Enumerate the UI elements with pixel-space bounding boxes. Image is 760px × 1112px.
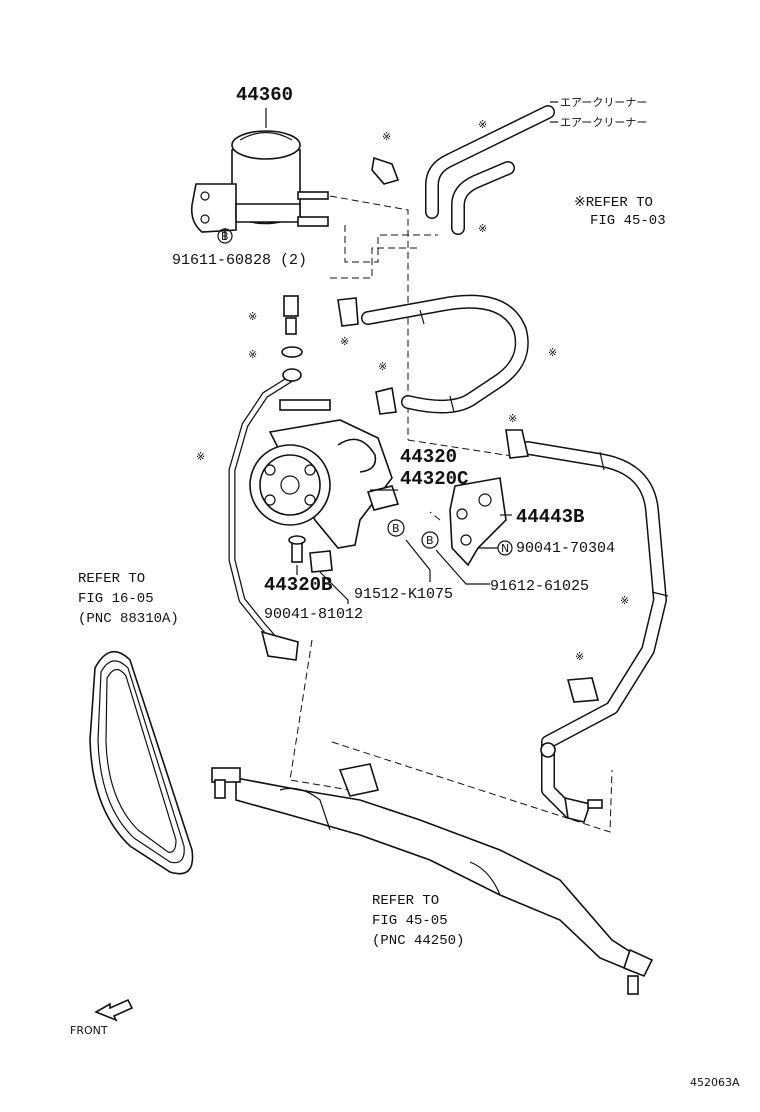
refer-fig-16-05-number[interactable]: FIG 16-05 bbox=[78, 591, 154, 607]
nut-marker: N bbox=[497, 540, 513, 556]
front-arrow-icon bbox=[94, 998, 134, 1022]
hose-clamp-right[interactable] bbox=[566, 677, 600, 703]
air-cleaner-hoses[interactable] bbox=[425, 101, 558, 235]
assembly-leader-lines bbox=[289, 195, 613, 833]
reservoir-tank[interactable] bbox=[190, 108, 329, 233]
air-cleaner-label: エアークリーナー bbox=[560, 116, 647, 129]
pump-mount-bolt[interactable] bbox=[288, 535, 306, 563]
bolt-marker-reservoir: B bbox=[217, 228, 233, 244]
asterisk-marker: ※ bbox=[340, 335, 349, 348]
asterisk-markers: ※ ※ ※ ※ ※ ※ ※ ※ ※ ※ ※ ※ bbox=[196, 118, 629, 663]
return-hose[interactable] bbox=[361, 294, 529, 414]
part-number-44320[interactable]: 44320 bbox=[400, 446, 457, 468]
vane-pump[interactable] bbox=[249, 399, 393, 549]
asterisk-marker: ※ bbox=[478, 118, 487, 131]
hose-clip[interactable] bbox=[309, 550, 333, 573]
svg-text:B: B bbox=[221, 230, 229, 243]
front-label: FRONT bbox=[70, 1024, 108, 1037]
svg-text:B: B bbox=[426, 534, 434, 547]
steering-rack[interactable] bbox=[211, 763, 654, 995]
refer-fig-45-05[interactable]: REFER TO bbox=[372, 893, 439, 909]
pressure-hose-right[interactable] bbox=[505, 429, 669, 823]
refer-fig-16-05-pnc[interactable]: (PNC 88310A) bbox=[78, 611, 179, 627]
pump-bracket[interactable] bbox=[429, 477, 507, 567]
svg-text:N: N bbox=[501, 542, 509, 555]
asterisk-marker: ※ bbox=[575, 650, 584, 663]
asterisk-marker: ※ bbox=[548, 346, 557, 359]
refer-fig-45-03-number[interactable]: FIG 45-03 bbox=[590, 213, 666, 229]
hose-clamp-top[interactable] bbox=[371, 156, 400, 185]
part-number-44360[interactable]: 44360 bbox=[236, 84, 293, 106]
asterisk-marker: ※ bbox=[196, 450, 205, 463]
v-ribbed-belt[interactable] bbox=[89, 650, 194, 875]
air-cleaner-label: エアークリーナー bbox=[560, 96, 647, 109]
part-number-91612-61025[interactable]: 91612-61025 bbox=[490, 578, 589, 595]
asterisk-marker: ※ bbox=[382, 130, 391, 143]
asterisk-marker: ※ bbox=[508, 412, 517, 425]
asterisk-marker: ※ bbox=[248, 310, 257, 323]
pressure-feed-tube[interactable] bbox=[228, 368, 302, 661]
diagram-id: 452063A bbox=[690, 1076, 740, 1089]
refer-fig-45-05-pnc[interactable]: (PNC 44250) bbox=[372, 933, 464, 949]
bolt-marker-bracket: B bbox=[421, 531, 439, 549]
bolt-marker-stay: B bbox=[387, 519, 405, 537]
refer-fig-45-03[interactable]: ※REFER TO bbox=[574, 195, 653, 211]
part-number-leaders bbox=[224, 228, 512, 604]
part-number-44320B[interactable]: 44320B bbox=[264, 574, 332, 596]
part-number-90041-70304[interactable]: 90041-70304 bbox=[516, 540, 615, 557]
asterisk-marker: ※ bbox=[620, 594, 629, 607]
part-number-91611-60828[interactable]: 91611-60828 (2) bbox=[172, 252, 307, 269]
part-number-44443B[interactable]: 44443B bbox=[516, 506, 584, 528]
asterisk-marker: ※ bbox=[478, 222, 487, 235]
hose-clamp-mid[interactable] bbox=[337, 297, 397, 415]
refer-fig-16-05[interactable]: REFER TO bbox=[78, 571, 145, 587]
svg-text:B: B bbox=[392, 522, 400, 535]
pump-collar[interactable] bbox=[366, 485, 400, 511]
asterisk-marker: ※ bbox=[378, 360, 387, 373]
part-number-44320C[interactable]: 44320C bbox=[400, 468, 468, 490]
part-number-90041-81012[interactable]: 90041-81012 bbox=[264, 606, 363, 623]
asterisk-marker: ※ bbox=[248, 348, 257, 361]
union-bolt[interactable] bbox=[281, 295, 303, 358]
part-number-91512-K1075[interactable]: 91512-K1075 bbox=[354, 586, 453, 603]
refer-fig-45-05-number[interactable]: FIG 45-05 bbox=[372, 913, 448, 929]
